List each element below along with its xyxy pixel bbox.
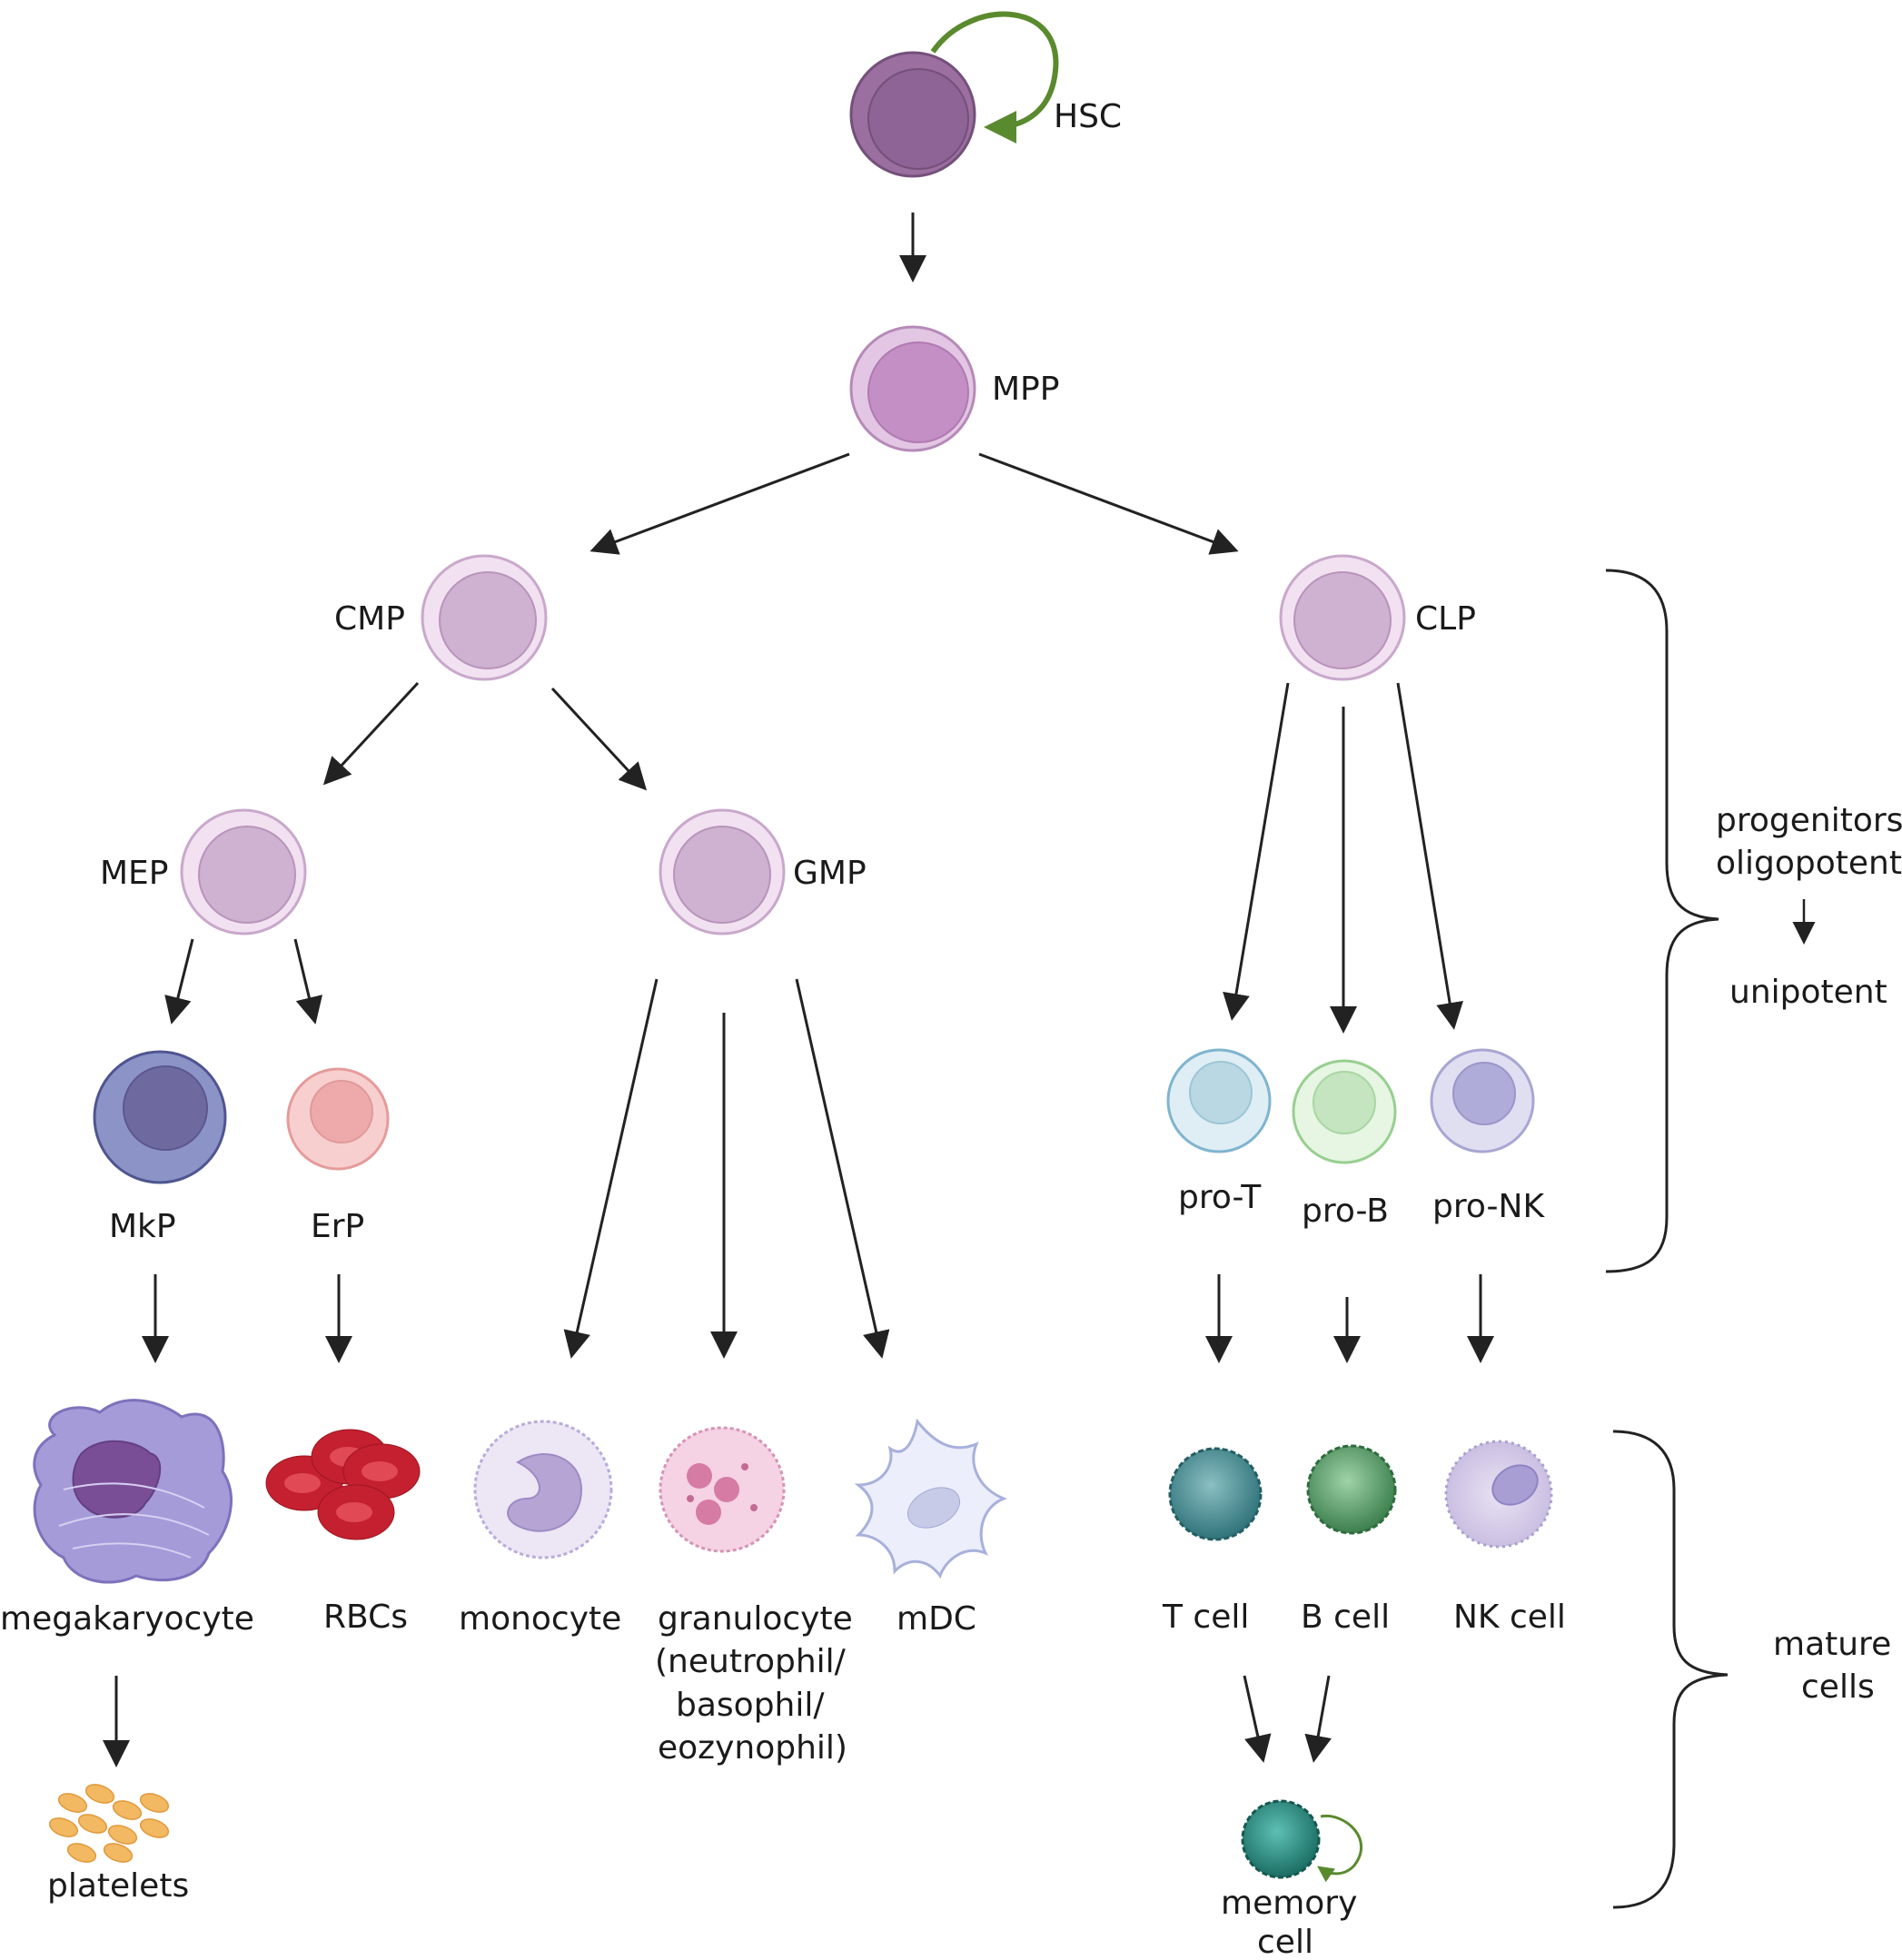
cmp-label: CMP: [334, 600, 405, 638]
monocyte-label: monocyte: [459, 1600, 621, 1638]
megakaryocyte-label: megakaryocyte: [0, 1600, 254, 1638]
mkp-label: MkP: [109, 1208, 176, 1245]
t-cell: [1168, 1447, 1263, 1541]
nk-cell: [1444, 1440, 1553, 1549]
granulocyte-cell: [659, 1426, 786, 1553]
arrow-mep-mkp: [164, 938, 194, 1025]
clp-label: CLP: [1415, 600, 1476, 638]
arrow-bcell-memory: [1304, 1675, 1332, 1763]
arrow-mpp-cmp: [589, 452, 850, 555]
hsc-cell: [849, 51, 976, 178]
granulocyte-label-3: basophil/: [676, 1687, 825, 1724]
granulocyte-label-4: eozynophil): [658, 1729, 847, 1767]
nk-cell-label: NK cell: [1453, 1599, 1566, 1636]
mkp-cell: [93, 1050, 227, 1184]
clp-cell: [1279, 554, 1406, 681]
unipotent-label: unipotent: [1729, 974, 1887, 1011]
memory-cell-label-1: memory: [1221, 1885, 1357, 1922]
mature-label-2: cells: [1801, 1668, 1875, 1706]
arrow-gmp-mdc: [795, 978, 890, 1359]
arrow-gmp-monocyte: [563, 978, 659, 1359]
memory-cell: [1241, 1799, 1362, 1883]
monocyte-cell: [473, 1420, 613, 1559]
arrow-tcell-memory: [1243, 1675, 1272, 1763]
t-cell-label: T cell: [1162, 1599, 1249, 1636]
platelets-cluster: [48, 1784, 170, 1863]
rbcs-label: RBCs: [323, 1599, 408, 1636]
arrow-clp-pro-t: [1223, 682, 1290, 1021]
mdc-label: mDC: [897, 1600, 976, 1638]
granulocyte-label-1: granulocyte: [658, 1600, 853, 1638]
arrow-cmp-mep: [322, 681, 420, 786]
mature-label-1: mature: [1773, 1626, 1891, 1663]
mdc-cell: [854, 1418, 1008, 1579]
arrow-mpp-clp: [978, 452, 1239, 555]
self-renewal-arrow: [930, 11, 1059, 144]
progenitors-label-1: progenitors: [1716, 802, 1902, 839]
b-cell-label: B cell: [1301, 1599, 1390, 1636]
rbcs-cluster: [265, 1429, 421, 1540]
erp-label: ErP: [311, 1208, 364, 1245]
erp-cell: [286, 1067, 390, 1171]
mpp-cell: [849, 325, 976, 452]
b-cell: [1306, 1444, 1397, 1535]
progenitors-label-2: oligopotent: [1716, 845, 1902, 882]
gmp-label: GMP: [793, 855, 867, 892]
pro-b-cell: [1292, 1059, 1397, 1164]
mep-label: MEP: [100, 855, 169, 892]
arrow-clp-pro-nk: [1396, 682, 1463, 1030]
progenitors-bracket: [1605, 569, 1719, 1273]
gmp-cell: [659, 808, 786, 935]
pro-t-cell: [1166, 1048, 1272, 1153]
arrow-mep-erp: [293, 938, 323, 1025]
granulocyte-label-2: (neutrophil/: [655, 1643, 847, 1680]
megakaryocyte-cell: [33, 1399, 233, 1584]
platelets-label: platelets: [47, 1867, 189, 1905]
pro-b-label: pro-B: [1302, 1193, 1389, 1230]
cmp-cell: [421, 554, 548, 681]
hsc-label: HSC: [1054, 98, 1122, 135]
mature-bracket: [1612, 1430, 1729, 1909]
memory-cell-label-2: cell: [1257, 1924, 1313, 1960]
pro-t-label: pro-T: [1178, 1179, 1262, 1216]
mep-cell: [180, 808, 307, 935]
arrow-cmp-gmp: [550, 687, 648, 791]
mpp-label: MPP: [992, 371, 1059, 408]
pro-nk-label: pro-NK: [1432, 1188, 1545, 1225]
pro-nk-cell: [1430, 1048, 1535, 1153]
arrows: [103, 213, 1816, 1767]
